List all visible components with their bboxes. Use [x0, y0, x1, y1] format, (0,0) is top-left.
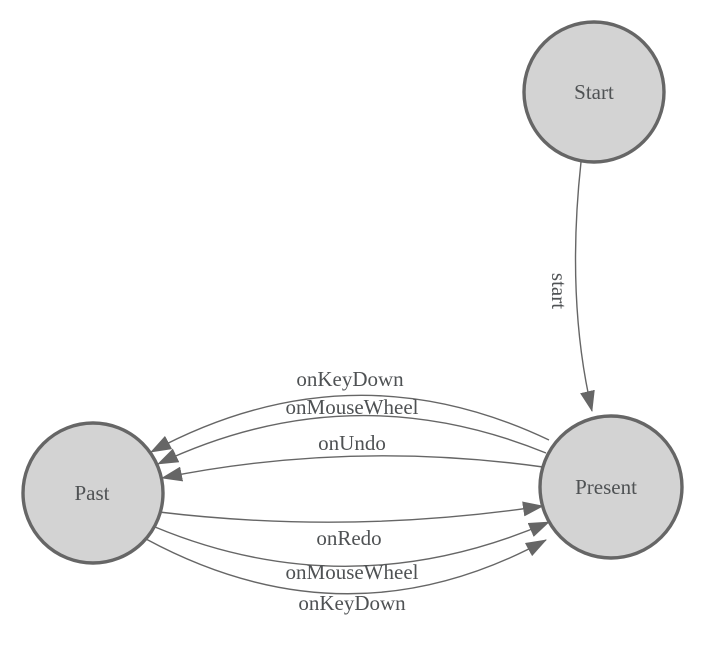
edge-label-onundo: onUndo [318, 431, 386, 455]
edge-label-onmousewheel-bottom: onMouseWheel [286, 560, 419, 584]
state-node-past: Past [21, 421, 165, 565]
state-label-past: Past [74, 481, 109, 505]
state-label-start: Start [574, 80, 614, 104]
edge-label-onredo: onRedo [316, 526, 381, 550]
edge-label-onkeydown-bottom: onKeyDown [298, 591, 406, 615]
edge-present-to-past-onkeydown [150, 394, 550, 453]
state-node-start: Start [522, 20, 666, 164]
state-circle-past [21, 421, 165, 565]
state-circle-present [538, 414, 684, 560]
edge-label-start: start [547, 273, 571, 309]
edge-label-onkeydown-top: onKeyDown [296, 367, 404, 391]
edge-label-onmousewheel-top: onMouseWheel [286, 395, 419, 419]
edge-labels-layer: start onKeyDown onMouseWheel onUndo onRe… [286, 273, 571, 615]
edge-present-to-past-onundo [161, 455, 544, 482]
edge-past-to-present-onmousewheel [154, 521, 550, 567]
state-label-present: Present [575, 475, 637, 499]
state-node-present: Present [538, 414, 684, 560]
edges-layer [145, 161, 595, 595]
state-circle-start [522, 20, 666, 164]
edge-past-to-present-onkeydown [145, 538, 547, 595]
edge-present-to-past-onmousewheel [157, 414, 547, 465]
edge-past-to-present-onredo [158, 501, 544, 523]
edge-start-to-present [574, 161, 595, 412]
